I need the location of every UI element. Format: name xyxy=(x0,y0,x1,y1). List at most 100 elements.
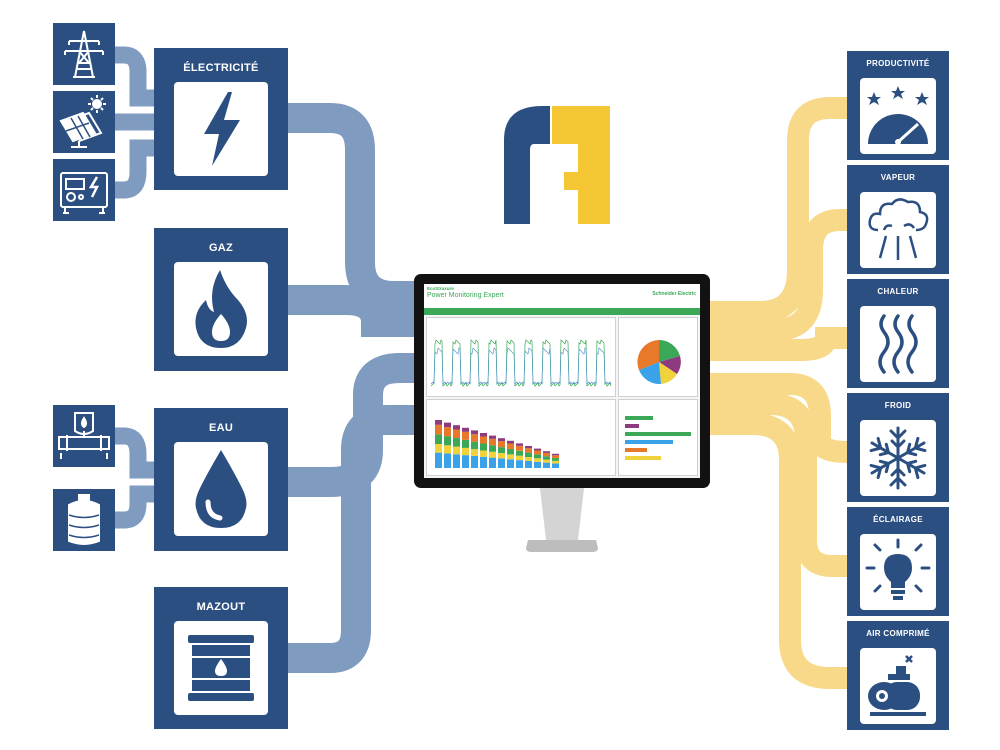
output-label-air-comprime: AIR COMPRIMÉ xyxy=(866,629,930,638)
stacked-bar-segment xyxy=(498,447,505,454)
stacked-bar-segment xyxy=(453,446,460,455)
input-box-electricite: ÉLECTRICITÉ xyxy=(154,48,288,190)
stacked-bar-segment xyxy=(516,455,523,461)
stacked-bar-segment xyxy=(498,453,505,459)
output-box-productivite: PRODUCTIVITÉ xyxy=(847,51,949,160)
flame-icon xyxy=(174,262,268,356)
generator-icon xyxy=(53,159,115,221)
light-bulb-icon xyxy=(860,534,936,610)
stacked-bar-segment xyxy=(525,448,532,453)
solar-panel-icon xyxy=(53,91,115,153)
dashboard-screen: EcoStruxure Power Monitoring Expert Schn… xyxy=(424,284,700,478)
dashboard-panel-pie xyxy=(618,317,698,397)
input-box-gaz: GAZ xyxy=(154,228,288,371)
air-compressor-icon xyxy=(860,648,936,724)
flow-pylon xyxy=(114,46,155,107)
app-nav-bar xyxy=(424,308,700,315)
input-label-eau: EAU xyxy=(208,422,234,434)
app-header: EcoStruxure Power Monitoring Expert Schn… xyxy=(424,284,700,308)
stacked-bar-segment xyxy=(462,455,469,468)
monitor-stand xyxy=(526,488,598,552)
stacked-bar-segment xyxy=(462,427,469,432)
output-box-froid: FROID xyxy=(847,393,949,502)
stacked-bar-segment xyxy=(489,451,496,458)
input-label-gaz: GAZ xyxy=(208,242,234,254)
water-drop-icon xyxy=(174,442,268,536)
stacked-bar-segment xyxy=(552,463,559,468)
flow-chaleur xyxy=(704,327,848,361)
gauge-stars-icon xyxy=(860,78,936,154)
stacked-bar-segment xyxy=(498,441,505,448)
power-pylon-icon xyxy=(53,23,115,85)
stacked-bar-segment xyxy=(525,452,532,457)
flow-tank xyxy=(114,485,155,529)
stacked-bar-segment xyxy=(480,436,487,444)
stacked-bar-segment xyxy=(507,454,514,460)
flow-electricite xyxy=(288,103,425,311)
stacked-bar-segment xyxy=(498,458,505,468)
stacked-bar-segment xyxy=(453,429,460,439)
stacked-bar-segment xyxy=(480,456,487,468)
stacked-bar-segment xyxy=(444,445,451,454)
flow-froid xyxy=(704,373,849,463)
input-box-mazout: MAZOUT xyxy=(154,587,288,729)
stacked-bar-segment xyxy=(489,435,496,439)
stacked-bar-segment xyxy=(534,461,541,468)
output-box-eclairage: ÉCLAIRAGE xyxy=(847,507,949,616)
output-label-chaleur: CHALEUR xyxy=(877,287,919,296)
lightning-icon xyxy=(174,82,268,176)
app-title: Power Monitoring Expert xyxy=(427,292,504,299)
stacked-bar-segment xyxy=(534,458,541,462)
stacked-bar-segment xyxy=(471,434,478,442)
stacked-bar-segment xyxy=(543,459,550,463)
stacked-bar-segment xyxy=(507,448,514,455)
stacked-bar-segment xyxy=(480,450,487,457)
stacked-bar-segment xyxy=(498,438,505,442)
stacked-bar-segment xyxy=(507,443,514,449)
stacked-bar-segment xyxy=(552,453,559,456)
stacked-bar-segment xyxy=(444,453,451,468)
stacked-bar-segment xyxy=(435,420,442,425)
dashboard-panel-hbars xyxy=(618,399,698,476)
stacked-bar-segment xyxy=(462,431,469,440)
stacked-bar-segment xyxy=(525,446,532,449)
stacked-bar-segment xyxy=(471,449,478,456)
stacked-bar-segment xyxy=(552,458,559,461)
output-label-eclairage: ÉCLAIRAGE xyxy=(873,515,923,524)
stacked-bar-segment xyxy=(480,433,487,437)
stacked-bar-segment xyxy=(462,439,469,448)
stacked-bar-segment xyxy=(435,434,442,444)
flow-productivite xyxy=(704,97,848,323)
stacked-bar-segment xyxy=(543,456,550,460)
stacked-bar-segment xyxy=(534,450,541,455)
water-tank-icon xyxy=(53,489,115,551)
stacked-bar-segment xyxy=(552,460,559,464)
oil-barrel-icon xyxy=(174,621,268,715)
output-box-vapeur: VAPEUR xyxy=(847,165,949,274)
flow-generator xyxy=(114,139,155,199)
stacked-bar-segment xyxy=(453,438,460,447)
input-label-electricite: ÉLECTRICITÉ xyxy=(183,62,259,74)
stacked-bar-segment xyxy=(543,451,550,453)
stacked-bar-segment xyxy=(453,425,460,430)
stacked-bar-segment xyxy=(471,441,478,450)
stacked-bar-segment xyxy=(525,460,532,468)
stacked-bar-segment xyxy=(489,445,496,452)
stacked-bar-segment xyxy=(462,447,469,456)
stacked-bar-segment xyxy=(525,457,532,461)
stacked-bar-segment xyxy=(435,424,442,435)
stacked-bar-segment xyxy=(435,452,442,468)
stacked-bar-segment xyxy=(516,460,523,468)
output-box-chaleur: CHALEUR xyxy=(847,279,949,388)
water-pump-icon xyxy=(53,405,115,467)
stacked-bar-segment xyxy=(507,459,514,468)
stacked-bar-segment xyxy=(552,455,559,459)
stacked-bar-segment xyxy=(489,438,496,446)
input-box-eau: EAU xyxy=(154,408,288,551)
stacked-bar-segment xyxy=(516,450,523,456)
stacked-bar-segment xyxy=(534,454,541,459)
stacked-bar-segment xyxy=(543,452,550,457)
flow-air-comprime xyxy=(704,413,848,689)
line-series-b xyxy=(430,347,612,385)
